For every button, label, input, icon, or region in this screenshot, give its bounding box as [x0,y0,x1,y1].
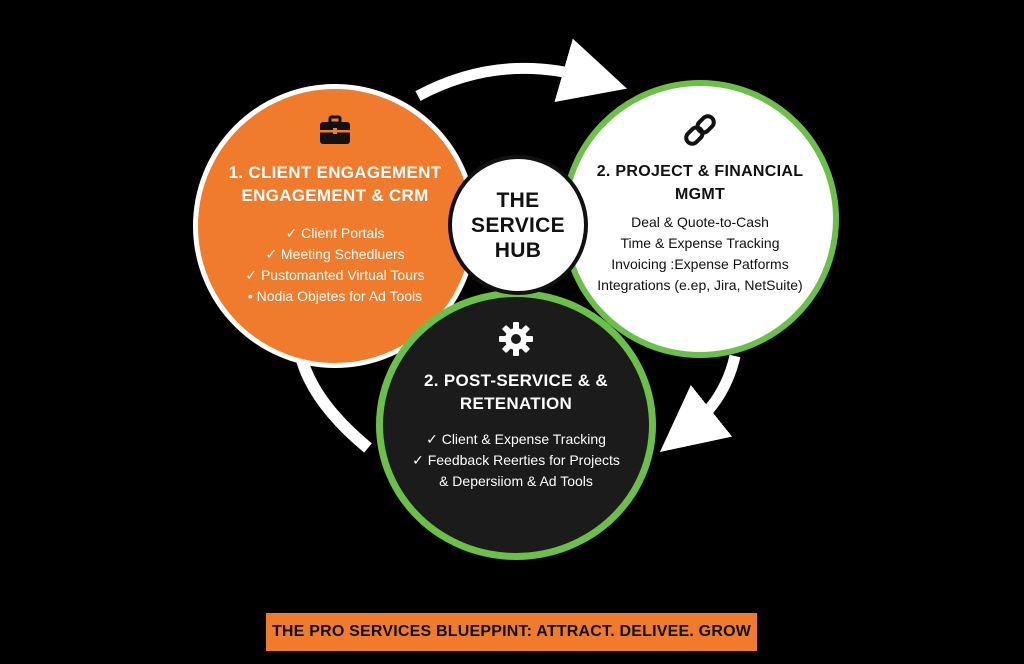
link-icon [684,114,716,146]
list-item: ✓ Meeting Schedluers [265,246,405,262]
post-service-list: ✓ Client & Expense Tracking ✓ Feedback R… [412,429,620,492]
list-item: • Nodia Objetes for Ad Tools [247,288,423,304]
gear-icon [499,322,533,356]
hub-title: THE SERVICE HUB [471,188,565,262]
post-service-circle: 2. POST-SERVICE & & RETENATION ✓ Client … [376,290,656,560]
list-item: ✓ Client Portals [285,225,385,241]
list-item: Invoicing :Expense Patforms [611,256,789,272]
list-item: & Depersiiom & Ad Tools [439,473,593,489]
client-engagement-circle: 1. CLIENT ENGAGEMENT ENGAGEMENT & CRM ✓ … [193,84,477,368]
blueprint-banner: THE PRO SERVICES BLUEPPINT: ATTRACT. DEL… [266,613,757,651]
list-item: ✓ Feedback Reerties for Projects [412,452,620,468]
project-financial-title: 2. PROJECT & FINANCIAL MGMT [596,163,804,203]
client-engagement-title: 1. CLIENT ENGAGEMENT ENGAGEMENT & CRM [228,163,442,205]
arrow-client-to-project [415,38,627,103]
list-item: ✓ Pustomanted Virtual Tours [245,267,425,283]
list-item: Integrations (e.ep, Jira, NetSuite) [597,277,803,293]
service-hub: THE SERVICE HUB [448,155,588,295]
list-item: Deal & Quote-to-Cash [631,214,769,230]
list-item: ✓ Client & Expense Tracking [426,431,606,447]
project-financial-circle: 2. PROJECT & FINANCIAL MGMT Deal & Quote… [561,80,839,358]
client-engagement-list: ✓ Client Portals ✓ Meeting Schedluers ✓ … [245,223,424,307]
list-item: Time & Expense Tracking [620,235,780,251]
briefcase-icon [320,115,350,144]
arrow-project-to-post [659,354,741,453]
post-service-title: 2. POST-SERVICE & & RETENATION [424,371,608,413]
project-financial-list: Deal & Quote-to-Cash Time & Expense Trac… [597,212,802,296]
